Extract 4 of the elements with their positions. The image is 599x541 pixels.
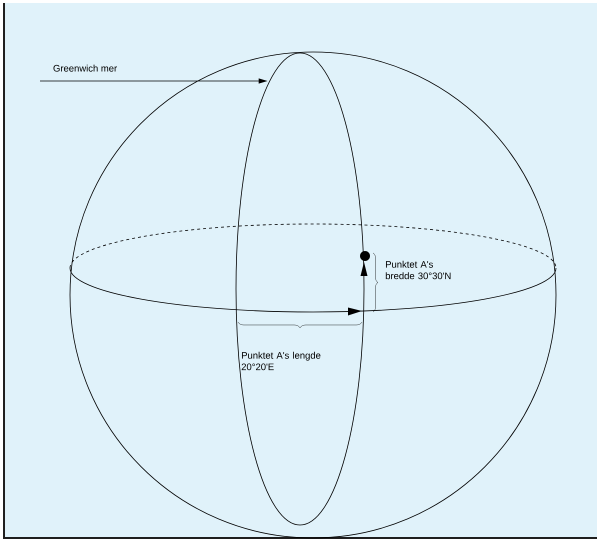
meridian-ellipse: [236, 52, 364, 526]
pointer-label: Greenwich mer: [53, 64, 117, 72]
annotation-text: Punktet A's bredde 30°30'N: [386, 260, 451, 280]
annotation-text: Punktet A's lengde 20°20'E: [242, 352, 320, 370]
